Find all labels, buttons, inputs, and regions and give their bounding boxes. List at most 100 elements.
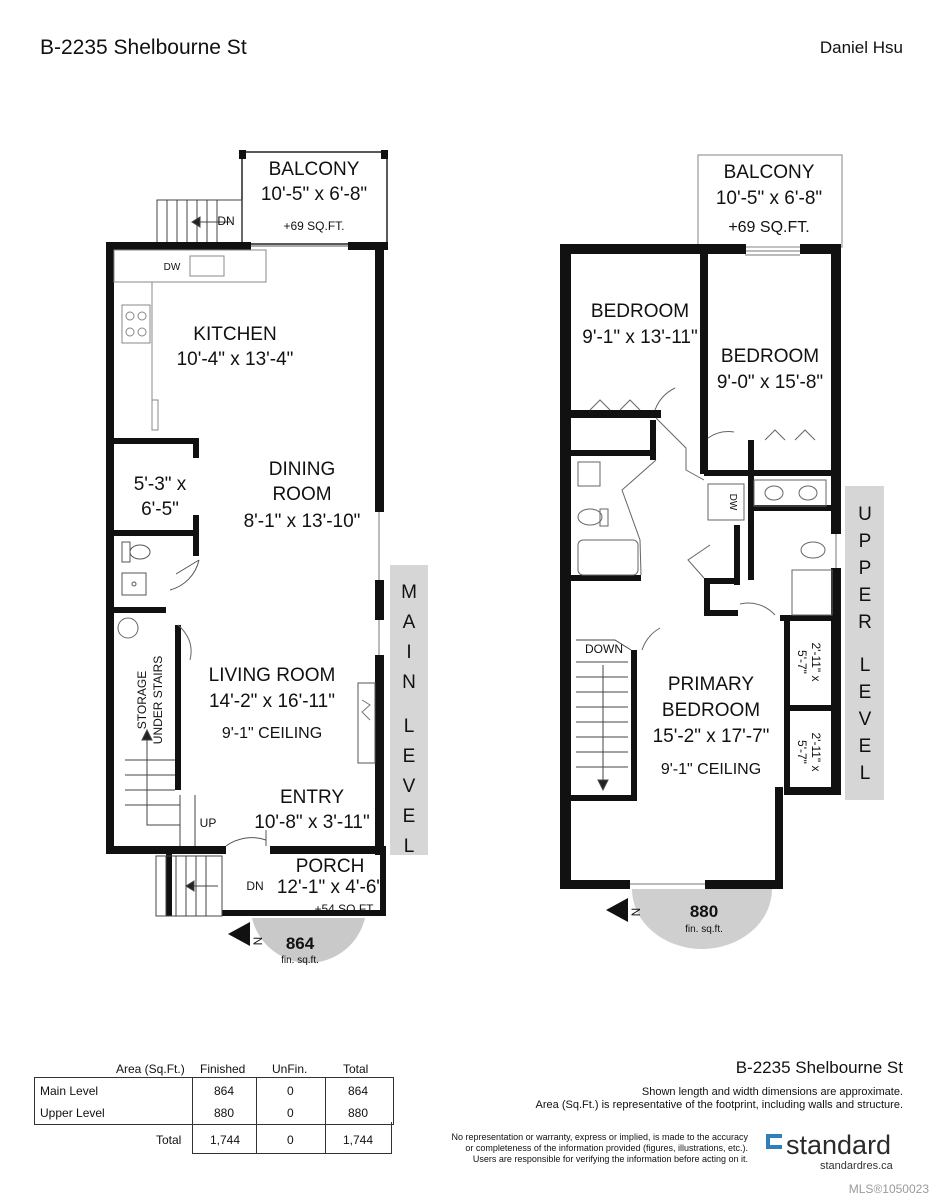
table-divider-1 (192, 1077, 193, 1153)
upper-level-labels: BALCONY 10'-5" x 6'-8" +69 SQ.FT. BEDROO… (582, 162, 872, 935)
area-table-border (34, 1077, 394, 1125)
main-up: UP (200, 816, 217, 830)
table-total-unfin: 0 (287, 1133, 294, 1147)
table-row: Upper Level (40, 1106, 105, 1120)
main-sqft: 864 (286, 934, 315, 953)
level-letter: E (859, 682, 872, 703)
table-cell: 880 (214, 1106, 235, 1120)
disclaimer-line-2: or completeness of the information provi… (465, 1143, 748, 1153)
table-total-label: Total (156, 1133, 182, 1147)
living-name: LIVING ROOM (209, 665, 336, 686)
logo-wordmark: standard (786, 1130, 892, 1160)
dining-dims: 8'-1" x 13'-10" (244, 511, 361, 532)
upper-compass-disc (632, 889, 772, 949)
upper-balcony-outline (697, 154, 843, 248)
level-letter: U (858, 504, 872, 525)
level-letter: E (859, 585, 872, 606)
table-bottom-line (192, 1153, 392, 1154)
footer-disclaimer: No representation or warranty, express o… (430, 1132, 748, 1165)
closet-dims-2: 6'-5" (141, 499, 179, 520)
table-cell: 864 (214, 1084, 235, 1098)
table-right-line (391, 1122, 392, 1153)
main-balcony-name: BALCONY (269, 159, 360, 180)
upper-walls (560, 244, 841, 889)
level-letter: L (860, 763, 871, 784)
table-total-total: 1,744 (343, 1133, 374, 1147)
level-letter: I (406, 642, 411, 663)
table-cell: 0 (287, 1084, 294, 1098)
level-letter: N (402, 672, 416, 693)
primary-line2: BEDROOM (662, 700, 760, 721)
kitchen-dims: 10'-4" x 13'-4" (177, 349, 294, 370)
level-letter: M (401, 582, 417, 603)
upper-level-plan (560, 154, 884, 949)
upper-dw: DW (727, 494, 738, 511)
dining-line2: ROOM (272, 484, 331, 505)
bedroom2-name: BEDROOM (721, 346, 819, 367)
main-balcony-outline (241, 151, 388, 245)
bedroom2-dims: 9'-0" x 15'-8" (717, 372, 823, 393)
main-level-bar (390, 565, 428, 855)
area-header-finished: Finished (200, 1062, 246, 1076)
main-kitchen-counter (113, 249, 267, 431)
disclaimer-line-1: No representation or warranty, express o… (451, 1132, 748, 1142)
entry-name: ENTRY (280, 787, 344, 808)
main-compass-arrow (228, 922, 250, 946)
main-balcony-stairs (156, 199, 243, 245)
level-letter: P (859, 531, 872, 552)
porch-dims: 12'-1" x 4'-6" (277, 877, 383, 898)
table-cell: 0 (287, 1106, 294, 1120)
closet-a-line1: 2'-11" x (809, 642, 823, 681)
mls-number: MLS®1050023 (848, 1182, 929, 1196)
main-level-plan (106, 150, 428, 963)
table-cell: 880 (348, 1106, 369, 1120)
level-letter: V (403, 776, 416, 797)
level-letter: E (403, 806, 416, 827)
footer-note-1: Shown length and width dimensions are ap… (641, 1086, 903, 1098)
upper-level-bar (845, 486, 884, 800)
page-title: B-2235 Shelbourne St (40, 36, 247, 59)
primary-line1: PRIMARY (668, 674, 755, 695)
main-stairs (125, 728, 196, 846)
primary-ceiling: 9'-1" CEILING (661, 761, 761, 778)
storage-line2: UNDER STAIRS (151, 656, 165, 744)
disclaimer-line-3: Users are responsible for verifying the … (472, 1154, 748, 1164)
level-letter: L (860, 655, 871, 676)
standard-logo-icon (766, 1134, 782, 1149)
dining-line1: DINING (269, 459, 336, 480)
closet-b-line1: 2'-11" x (809, 732, 823, 771)
table-total-finished: 1,744 (210, 1133, 241, 1147)
upper-stairs (576, 639, 632, 792)
level-letter: L (404, 836, 415, 857)
footer-note-2: Area (Sq.Ft.) is representative of the f… (535, 1099, 903, 1111)
main-sqft-unit: fin. sq.ft. (281, 955, 319, 966)
logo-url: standardres.ca (820, 1160, 893, 1172)
kitchen-name: KITCHEN (193, 324, 276, 345)
bedroom1-dims: 9'-1" x 13'-11" (582, 327, 697, 348)
level-letter: L (404, 716, 415, 737)
level-letter: P (859, 558, 872, 579)
main-level-labels: BALCONY 10'-5" x 6'-8" +69 SQ.FT. DN DW … (134, 159, 417, 966)
upper-balcony-area: +69 SQ.FT. (728, 219, 809, 236)
upper-compass-arrow (606, 898, 628, 922)
closet-b-line2: 5'-7" (795, 740, 809, 764)
level-letter: R (858, 612, 872, 633)
main-dn-porch: DN (246, 879, 263, 893)
main-porch-stairs (155, 855, 223, 917)
main-walls (106, 242, 388, 916)
table-cell: 864 (348, 1084, 369, 1098)
main-toilet (121, 541, 200, 596)
area-header-area: Area (Sq.Ft.) (116, 1062, 185, 1076)
main-dw: DW (164, 262, 181, 273)
closet-a-line2: 5'-7" (795, 650, 809, 674)
upper-sqft: 880 (690, 902, 718, 921)
level-letter: V (859, 709, 872, 730)
porch-area: +54 SQ.FT. (314, 902, 375, 916)
entry-dims: 10'-8" x 3'-11" (254, 812, 369, 833)
living-dims: 14'-2" x 16'-11" (209, 691, 335, 712)
level-letter: E (859, 736, 872, 757)
main-dn-top: DN (217, 214, 234, 228)
storage-line1: STORAGE (135, 671, 149, 729)
